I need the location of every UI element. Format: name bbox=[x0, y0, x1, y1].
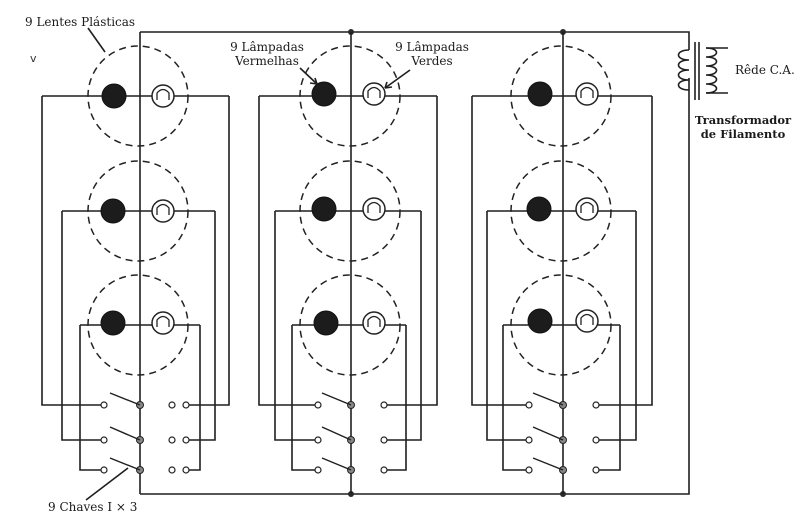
green-lamp-icon bbox=[151, 84, 175, 108]
red-lamp-icon bbox=[527, 81, 553, 107]
rotary-switch-icon bbox=[100, 457, 190, 474]
green-lamps-label-line1: 9 Lâmpadas bbox=[395, 40, 469, 54]
lamp-group-2 bbox=[258, 32, 438, 494]
green-lamp-icon bbox=[362, 197, 386, 221]
top-bus-wire bbox=[140, 31, 690, 50]
rotary-switch-icon bbox=[100, 426, 190, 444]
red-lamp-icon bbox=[526, 196, 552, 222]
rotary-switch-icon bbox=[314, 426, 388, 444]
green-lamps-label-line2: Verdes bbox=[411, 54, 453, 68]
red-lamps-label-line2: Vermelhas bbox=[235, 54, 299, 68]
red-lamp-icon bbox=[100, 310, 126, 336]
green-lamps-label: 9 Lâmpadas Verdes bbox=[392, 40, 472, 68]
transformer-label-line2: de Filamento bbox=[700, 127, 786, 141]
green-lamp-icon bbox=[151, 199, 175, 223]
red-lamps-label: 9 Lâmpadas Vermelhas bbox=[222, 40, 312, 68]
svg-text:v: v bbox=[30, 52, 37, 65]
transformer-label-line1: Transformador bbox=[694, 113, 792, 127]
red-lamps-label-line1: 9 Lâmpadas bbox=[230, 40, 304, 54]
red-lamp-icon bbox=[311, 81, 337, 107]
lamp-group-3 bbox=[471, 32, 653, 494]
lamp-group-1 bbox=[41, 32, 230, 494]
green-lamp-icon bbox=[575, 82, 599, 106]
lenses-label: 9 Lentes Plásticas bbox=[25, 15, 136, 29]
mains-label: Rêde C.A. bbox=[735, 63, 795, 77]
red-lamp-icon bbox=[313, 310, 339, 336]
rotary-switch-icon bbox=[525, 457, 600, 474]
rotary-switch-icon bbox=[314, 457, 388, 474]
green-lamp-icon bbox=[575, 197, 599, 221]
rotary-switch-icon bbox=[525, 392, 600, 409]
green-lamp-icon bbox=[575, 309, 599, 333]
red-lamp-icon bbox=[101, 83, 127, 109]
transformer-icon bbox=[677, 42, 728, 100]
green-lamp-icon bbox=[362, 311, 386, 335]
bottom-bus-wire bbox=[140, 78, 690, 495]
rotary-switch-icon bbox=[100, 392, 190, 409]
green-lamp-icon bbox=[362, 82, 386, 106]
red-lamp-icon bbox=[527, 308, 553, 334]
label-leaders: v bbox=[30, 27, 411, 501]
red-lamp-icon bbox=[311, 196, 337, 222]
rotary-switch-icon bbox=[525, 426, 600, 444]
switches-label: 9 Chaves I × 3 bbox=[48, 500, 138, 514]
green-lamp-icon bbox=[151, 311, 175, 335]
transformer-label: Transformador de Filamento bbox=[690, 113, 796, 141]
red-lamp-icon bbox=[100, 198, 126, 224]
rotary-switch-icon bbox=[314, 392, 388, 409]
